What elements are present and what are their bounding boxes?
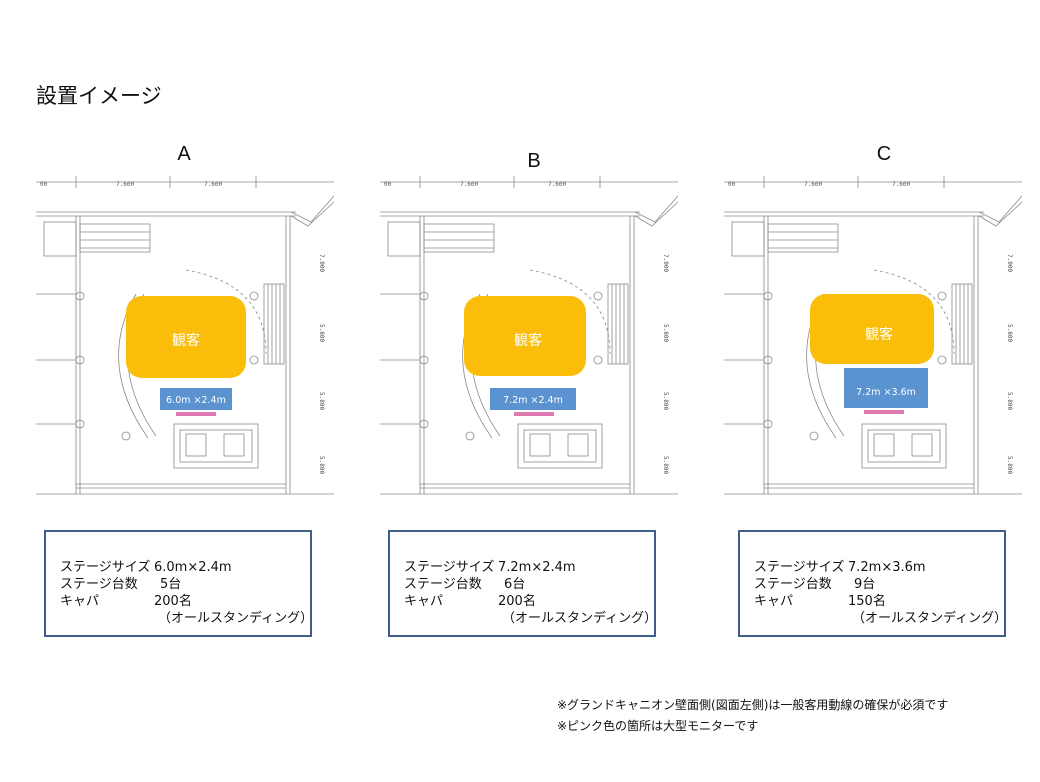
dim-side-c: 5.800	[318, 392, 325, 410]
dim-side-a: 7.000	[662, 254, 669, 272]
audience-label: 観客	[514, 332, 542, 349]
audience-label: 観客	[172, 332, 200, 349]
floor-plan-drawing: 00 7.600 7.600 7.000 5.800 5.800 5.800 観…	[36, 176, 334, 495]
dim-side-d: 5.800	[1006, 456, 1013, 474]
dim-left: 7.600	[804, 181, 822, 188]
footnotes: ※グランドキャニオン壁面側(図面左側)は一般客用動線の確保が必須です ※ピンク色…	[557, 695, 948, 737]
floor-plan-drawing: 00 7.600 7.600 7.000 5.800 5.800 5.800 観…	[724, 176, 1022, 495]
column-letter: B	[527, 150, 541, 172]
dim-side-d: 5.800	[318, 456, 325, 474]
stage-area	[844, 368, 928, 408]
spec-capacity-note: （オールスタンディング）	[158, 611, 314, 626]
dim-side-c: 5.800	[1006, 392, 1013, 410]
footnote-walkway: ※グランドキャニオン壁面側(図面左側)は一般客用動線の確保が必須です	[557, 698, 949, 712]
footnote-monitor: ※ピンク色の箇所は大型モニターです	[557, 719, 759, 733]
dim-edge: 00	[40, 181, 48, 188]
dim-edge: 00	[728, 181, 736, 188]
dim-side-b: 5.800	[318, 324, 325, 342]
page-title: 設置イメージ	[36, 84, 162, 108]
dim-side-b: 5.800	[662, 324, 669, 342]
monitor-area	[864, 410, 904, 414]
stage-area	[490, 388, 576, 410]
audience-label: 観客	[865, 326, 893, 343]
monitor-area	[514, 412, 554, 416]
dim-right: 7.600	[548, 181, 566, 188]
column-letter: A	[177, 143, 191, 165]
stage-area	[160, 388, 232, 410]
dim-left: 7.600	[460, 181, 478, 188]
audience-area	[810, 294, 934, 364]
stage-label: 7.2m ×2.4m	[503, 395, 563, 406]
dim-right: 7.600	[892, 181, 910, 188]
spec-capacity-note: （オールスタンディング）	[502, 611, 658, 626]
dim-left: 7.600	[116, 181, 134, 188]
stage-label: 7.2m ×3.6m	[856, 387, 916, 398]
monitor-area	[176, 412, 216, 416]
dim-side-b: 5.800	[1006, 324, 1013, 342]
dim-right: 7.600	[204, 181, 222, 188]
column-letter: C	[876, 143, 892, 165]
audience-area	[126, 296, 246, 378]
dim-side-a: 7.000	[318, 254, 325, 272]
spec-capacity-note: （オールスタンディング）	[852, 611, 1008, 626]
floor-plan: 00 7.600 7.600 7.000 5.800 5.800 5.800 観…	[724, 174, 1022, 504]
floor-plan-drawing: 00 7.600 7.600 7.000 5.800 5.800 5.800 観…	[380, 176, 678, 495]
dim-side-d: 5.800	[662, 456, 669, 474]
dim-side-a: 7.000	[1006, 254, 1013, 272]
stage-label: 6.0m ×2.4m	[166, 395, 226, 406]
dim-edge: 00	[384, 181, 392, 188]
floor-plan: 00 7.600 7.600 7.000 5.800 5.800 5.800 観…	[380, 174, 678, 504]
audience-area	[464, 296, 586, 376]
floor-plan: 00 7.600 7.600 7.000 5.800 5.800 5.800 観…	[36, 174, 334, 504]
dim-side-c: 5.800	[662, 392, 669, 410]
